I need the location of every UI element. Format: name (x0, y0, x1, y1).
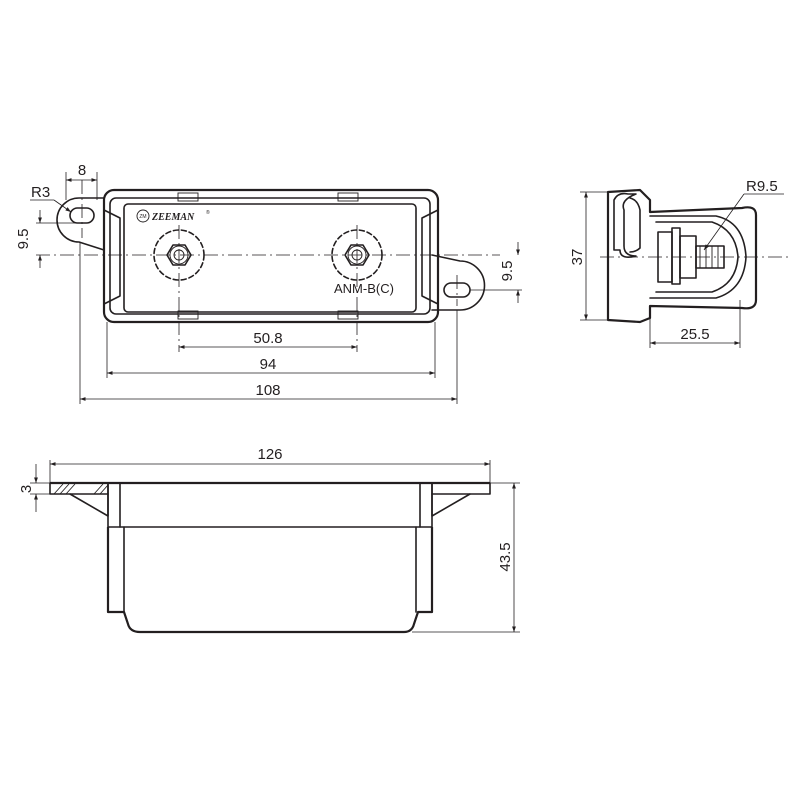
top-view: ZM ZEEMAN ® ANM-B(C) 8 (15, 162, 522, 404)
model-label: ANM-B(C) (334, 281, 394, 296)
left-side-rib (103, 209, 121, 305)
dim-left-hole-offset: 9.5 (15, 229, 32, 250)
dim-tab-width: 8 (78, 162, 86, 179)
side-housing-inner (613, 192, 637, 258)
clip-bottom-right (337, 310, 359, 320)
dim-overall-height: 43.5 (497, 542, 514, 571)
dim-flange-thickness: 3 (18, 485, 35, 493)
front-body-upper (107, 482, 433, 528)
flange-right (431, 482, 491, 517)
brand-name: ZEEMAN (151, 212, 195, 223)
housing-outer (102, 188, 440, 324)
dim-mount-hole-spacing: 108 (255, 382, 280, 399)
brand-emblem-text: ZM (139, 214, 146, 220)
dim-bolt-spacing: 50.8 (253, 330, 282, 347)
dim-overall-length: 126 (257, 446, 282, 463)
side-washer (671, 227, 681, 285)
left-mounting-tab (56, 197, 105, 251)
dim-body-length: 94 (260, 356, 277, 373)
dim-side-depth: 25.5 (680, 326, 709, 343)
side-view: 37 R9.5 25.5 (569, 178, 790, 348)
brand-emblem-icon (136, 209, 150, 223)
brand-logo: ZM ZEEMAN ® (136, 209, 210, 223)
right-side-rib (421, 209, 439, 305)
clip-top-right (337, 192, 359, 202)
dim-side-radius: R9.5 (746, 178, 778, 195)
front-view: 126 3 43.5 (18, 446, 520, 634)
clip-bottom-left (177, 310, 199, 320)
cover-panel (123, 203, 417, 313)
housing-rim (109, 197, 431, 315)
dim-right-hole-offset: 9.5 (499, 261, 516, 282)
clip-top-left (177, 192, 199, 202)
front-body-lower (106, 527, 434, 634)
dim-side-height: 37 (569, 249, 586, 266)
brand-registered-mark: ® (206, 209, 210, 216)
right-mounting-tab (431, 254, 486, 311)
dim-hole-radius: R3 (31, 184, 50, 201)
side-housing-outline (606, 188, 758, 324)
